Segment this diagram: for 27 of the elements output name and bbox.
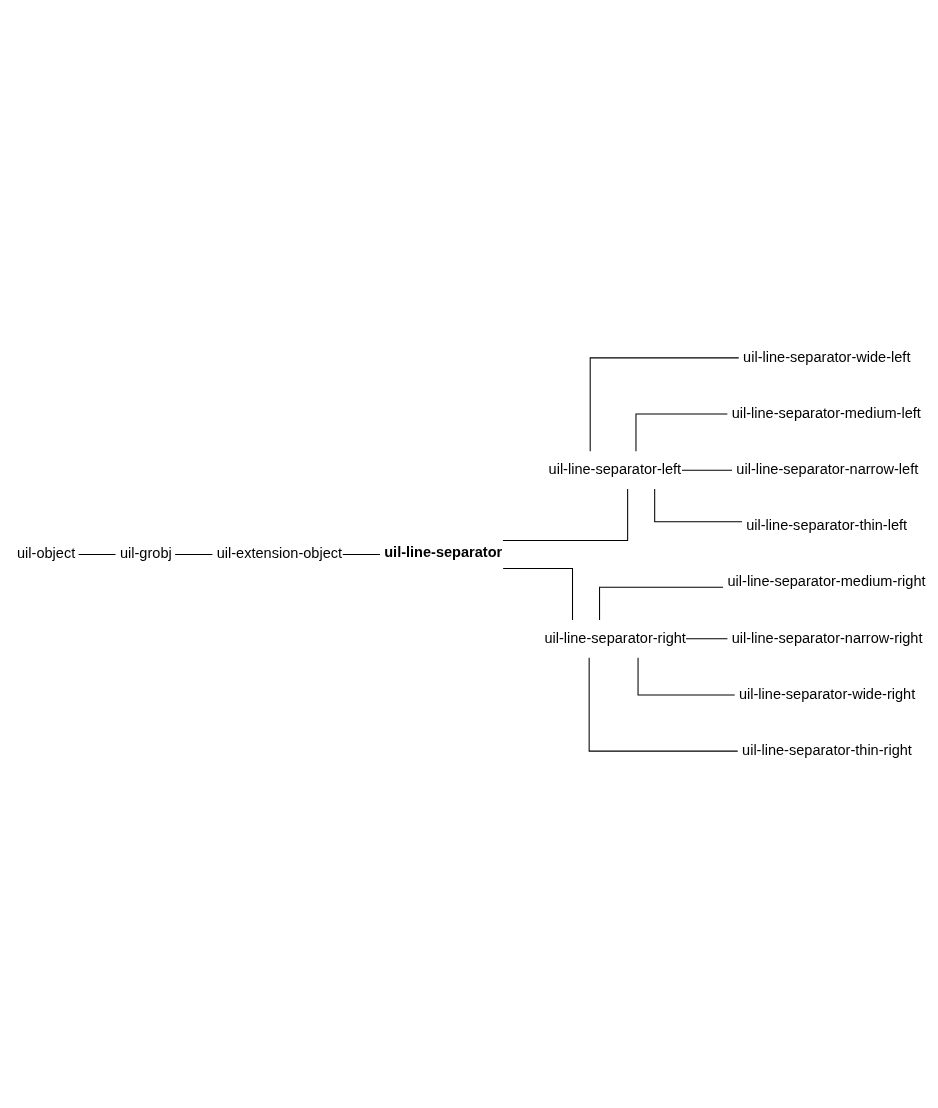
connector (635, 413, 728, 452)
node-text: uil-line-separator-thin-right (742, 741, 912, 758)
node-text: uil-line-separator-right (544, 629, 686, 646)
connector (599, 586, 724, 620)
connector (637, 656, 736, 695)
node-text: uil-line-separator-thin-left (746, 516, 908, 533)
connector (685, 637, 728, 639)
node-text: uil-line-separator-wide-right (738, 685, 916, 702)
connector (342, 553, 381, 555)
connector (502, 488, 629, 541)
connector (78, 553, 117, 555)
connector (589, 356, 740, 452)
node-text: uil-object (17, 544, 76, 561)
connector (588, 656, 739, 752)
node-text: uil-line-separator (384, 543, 503, 560)
node-text: uil-line-separator-narrow-right (731, 629, 923, 646)
connector (681, 469, 733, 471)
node-text: uil-line-separator-left (548, 460, 682, 477)
connector (502, 567, 574, 620)
node-text: uil-line-separator-medium-left (731, 404, 921, 421)
node-text: uil-line-separator-medium-right (727, 572, 926, 589)
node-text: uil-extension-object (216, 544, 343, 561)
connector (174, 553, 213, 555)
node-text: uil-grobj (119, 544, 172, 561)
node-text: uil-line-separator-narrow-left (736, 460, 919, 477)
node-text: uil-line-separator-wide-left (743, 348, 911, 365)
connector (654, 488, 743, 522)
